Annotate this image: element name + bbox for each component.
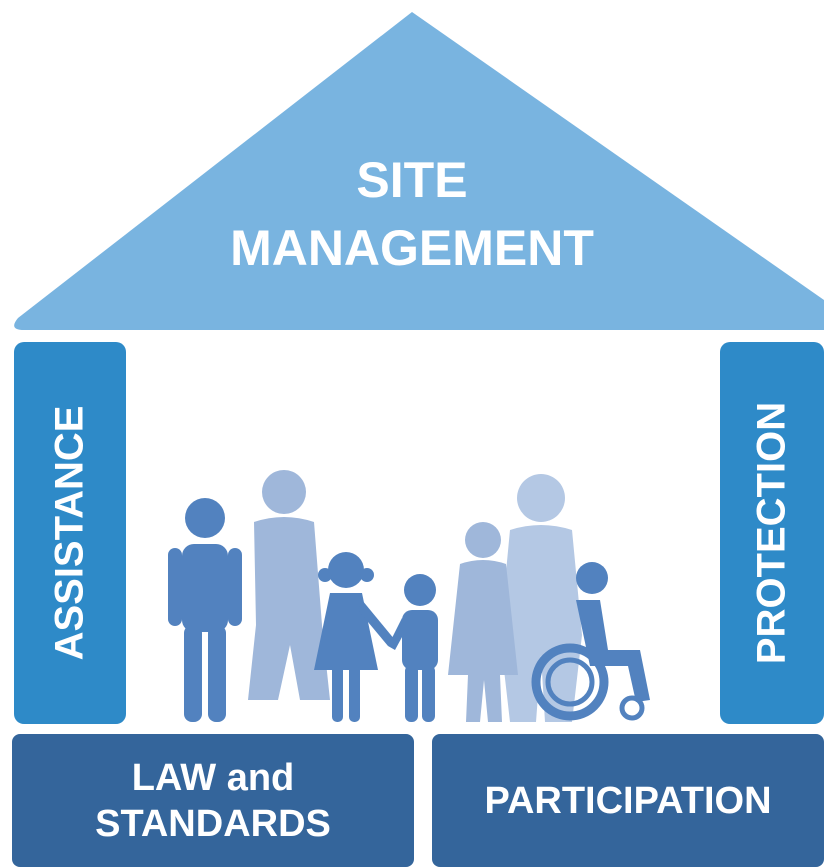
roof-title-line2: MANAGEMENT: [230, 220, 594, 276]
pillar-assistance: ASSISTANCE: [14, 342, 126, 724]
base-law-and-standards: LAW and STANDARDS: [12, 734, 414, 867]
pillar-assistance-label: ASSISTANCE: [47, 405, 92, 661]
roof-triangle: [14, 12, 824, 330]
pillar-protection-label: PROTECTION: [749, 401, 794, 665]
base-right-label: PARTICIPATION: [484, 779, 772, 822]
base-left-line2: STANDARDS: [95, 802, 331, 845]
pillar-protection: PROTECTION: [720, 342, 824, 724]
wheelchair-icon: [531, 562, 650, 721]
base-left-line1: LAW and: [131, 756, 295, 799]
base-participation: PARTICIPATION: [432, 734, 824, 867]
family-group-icon: [168, 470, 650, 722]
roof-title-line1: SITE: [356, 152, 468, 208]
